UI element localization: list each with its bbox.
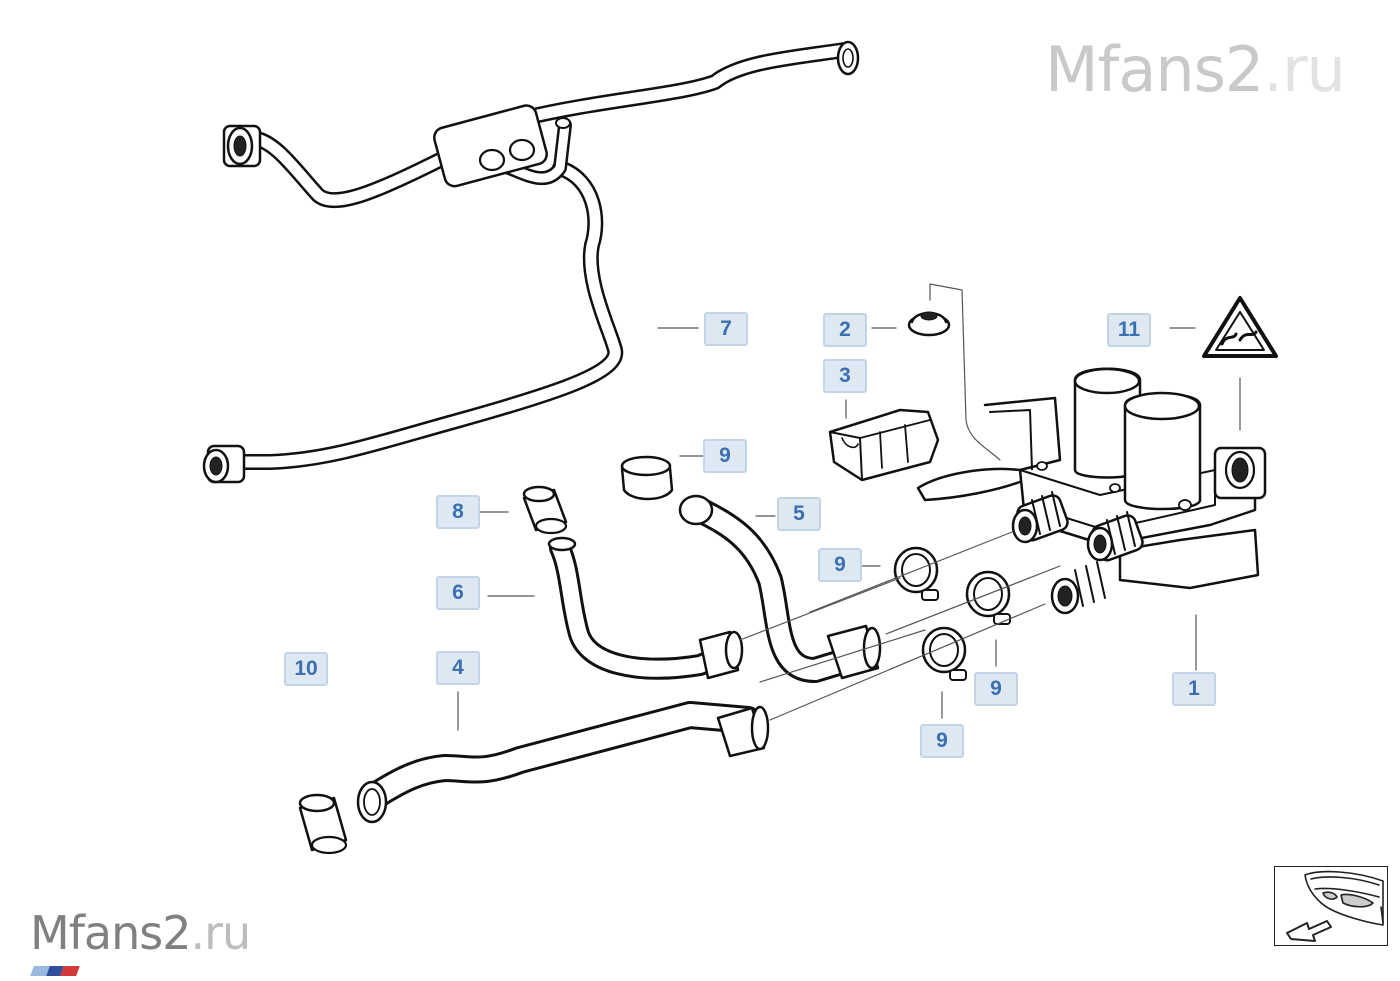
sleeve-9-upper bbox=[620, 455, 674, 501]
watermark-bottom-logo: Mfans2.ru bbox=[30, 903, 251, 963]
callout-2[interactable]: 2 bbox=[823, 313, 867, 347]
callout-6[interactable]: 6 bbox=[436, 576, 480, 610]
warning-label-11 bbox=[1202, 296, 1278, 358]
clamp-9-b bbox=[965, 570, 1011, 625]
car-front-arrow-icon bbox=[1286, 870, 1384, 942]
callout-8[interactable]: 8 bbox=[436, 495, 480, 529]
watermark-top: Mfans2.ru bbox=[1045, 30, 1346, 110]
callout-10[interactable]: 10 bbox=[284, 652, 328, 686]
car-front-navigation-thumbnail[interactable] bbox=[1274, 866, 1388, 946]
callout-5[interactable]: 5 bbox=[777, 497, 821, 531]
callout-9-right[interactable]: 9 bbox=[974, 672, 1018, 706]
watermark-brand: Mfans2 bbox=[1045, 33, 1264, 106]
hose-4 bbox=[356, 701, 770, 824]
valve-block-1 bbox=[916, 367, 1267, 615]
hose-6 bbox=[547, 536, 744, 680]
bracket-3 bbox=[828, 408, 940, 482]
watermark-brand: Mfans2 bbox=[30, 906, 191, 960]
grommet-2 bbox=[907, 311, 951, 337]
hose-7-assembly bbox=[202, 40, 860, 484]
clamp-9-c bbox=[921, 626, 967, 681]
callout-4[interactable]: 4 bbox=[436, 651, 480, 685]
sleeve-8 bbox=[522, 485, 568, 535]
callout-9-upper[interactable]: 9 bbox=[703, 439, 747, 473]
callout-3[interactable]: 3 bbox=[823, 359, 867, 393]
callout-7[interactable]: 7 bbox=[704, 312, 748, 346]
watermark-tld: .ru bbox=[190, 906, 251, 960]
callout-11[interactable]: 11 bbox=[1107, 313, 1151, 347]
hose-5 bbox=[678, 494, 882, 683]
sleeve-10 bbox=[298, 793, 348, 855]
callout-9-bottom[interactable]: 9 bbox=[920, 724, 964, 758]
callout-1[interactable]: 1 bbox=[1172, 672, 1216, 706]
leader-lines bbox=[457, 283, 1241, 731]
clamp-9-a bbox=[893, 546, 939, 601]
callout-9-left[interactable]: 9 bbox=[818, 548, 862, 582]
watermark-tld: .ru bbox=[1263, 33, 1345, 106]
